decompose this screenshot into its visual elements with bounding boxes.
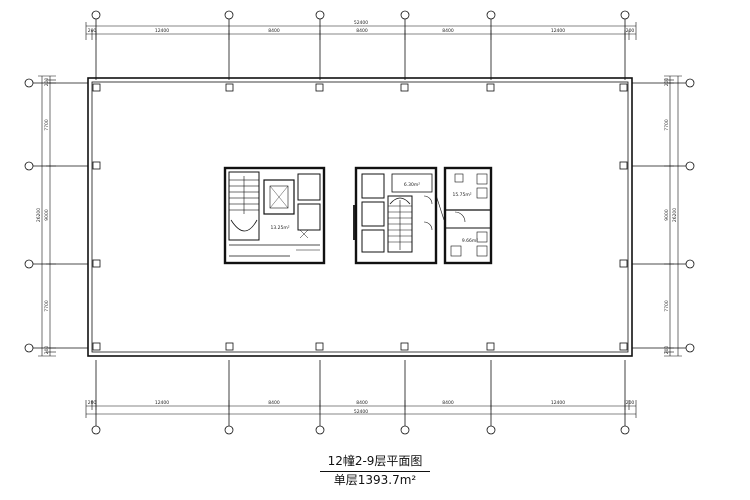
bottom-axis-markers [91, 360, 630, 435]
right-dimension-chain [664, 75, 682, 357]
top-span-5: 12400 [551, 28, 565, 34]
axis-circle-top-2 [224, 10, 234, 80]
right-span-3: 7700 [664, 300, 670, 312]
left-span-3: 7700 [44, 300, 50, 312]
right-span-2: 9000 [664, 209, 670, 221]
top-total-dimension: 52400 [354, 20, 368, 26]
bottom-total-dimension: 52400 [354, 409, 368, 415]
axis-circle-top-4 [400, 10, 410, 80]
left-total-dimension: 26200 [36, 208, 42, 222]
top-span-3: 8400 [356, 28, 368, 34]
top-span-1: 12400 [155, 28, 169, 34]
toilet-area-2: 9.66m² [462, 238, 478, 244]
top-span-4: 8400 [442, 28, 454, 34]
axis-circle-top-3 [315, 10, 325, 80]
top-dimension-chain [85, 22, 637, 40]
toilet-block [443, 166, 493, 265]
left-dimension-chain [38, 75, 56, 357]
east-core-area: 6.30m² [404, 182, 420, 188]
top-axis-markers [91, 10, 630, 80]
right-edge-dimension-top: 200 [664, 78, 670, 87]
toilet-area-1: 15.75m² [452, 192, 471, 198]
right-axis-markers [632, 78, 695, 353]
top-span-2: 8400 [268, 28, 280, 34]
west-stair-treads [229, 176, 259, 214]
axis-circle-top-6 [620, 10, 630, 80]
left-span-2: 9000 [44, 209, 50, 221]
bottom-span-2: 8400 [268, 400, 280, 406]
building-outline [87, 77, 633, 357]
east-core [353, 166, 445, 265]
right-edge-dimension-bottom: 200 [664, 346, 670, 355]
floor-area-caption: 单层1393.7m² [333, 473, 417, 487]
bottom-span-5: 12400 [551, 400, 565, 406]
east-stair-treads [388, 200, 412, 250]
west-core-area: 13.25m² [270, 225, 289, 231]
bottom-span-3: 8400 [356, 400, 368, 406]
left-span-1: 7700 [44, 119, 50, 131]
axis-circle-top-5 [486, 10, 496, 80]
bottom-span-4: 8400 [442, 400, 454, 406]
bottom-edge-dimension-right: 200 [626, 400, 635, 406]
left-axis-markers [24, 78, 88, 353]
right-total-dimension: 26200 [672, 208, 678, 222]
axis-circle-top-1 [91, 10, 101, 80]
left-edge-dimension-bottom: 200 [44, 346, 50, 355]
west-core [223, 166, 326, 265]
left-edge-dimension-top: 200 [44, 78, 50, 87]
structural-columns [92, 83, 628, 351]
top-edge-dimension-left: 200 [88, 28, 97, 34]
top-edge-dimension-right: 200 [626, 28, 635, 34]
bottom-edge-dimension-left: 200 [88, 400, 97, 406]
drawing-title-text: 12幢2-9层平面图 [319, 452, 431, 472]
right-span-1: 7700 [664, 119, 670, 131]
bottom-dimension-chain [85, 400, 637, 418]
bottom-span-1: 12400 [155, 400, 169, 406]
drawing-title: 12幢2-9层平面图 [0, 452, 750, 472]
